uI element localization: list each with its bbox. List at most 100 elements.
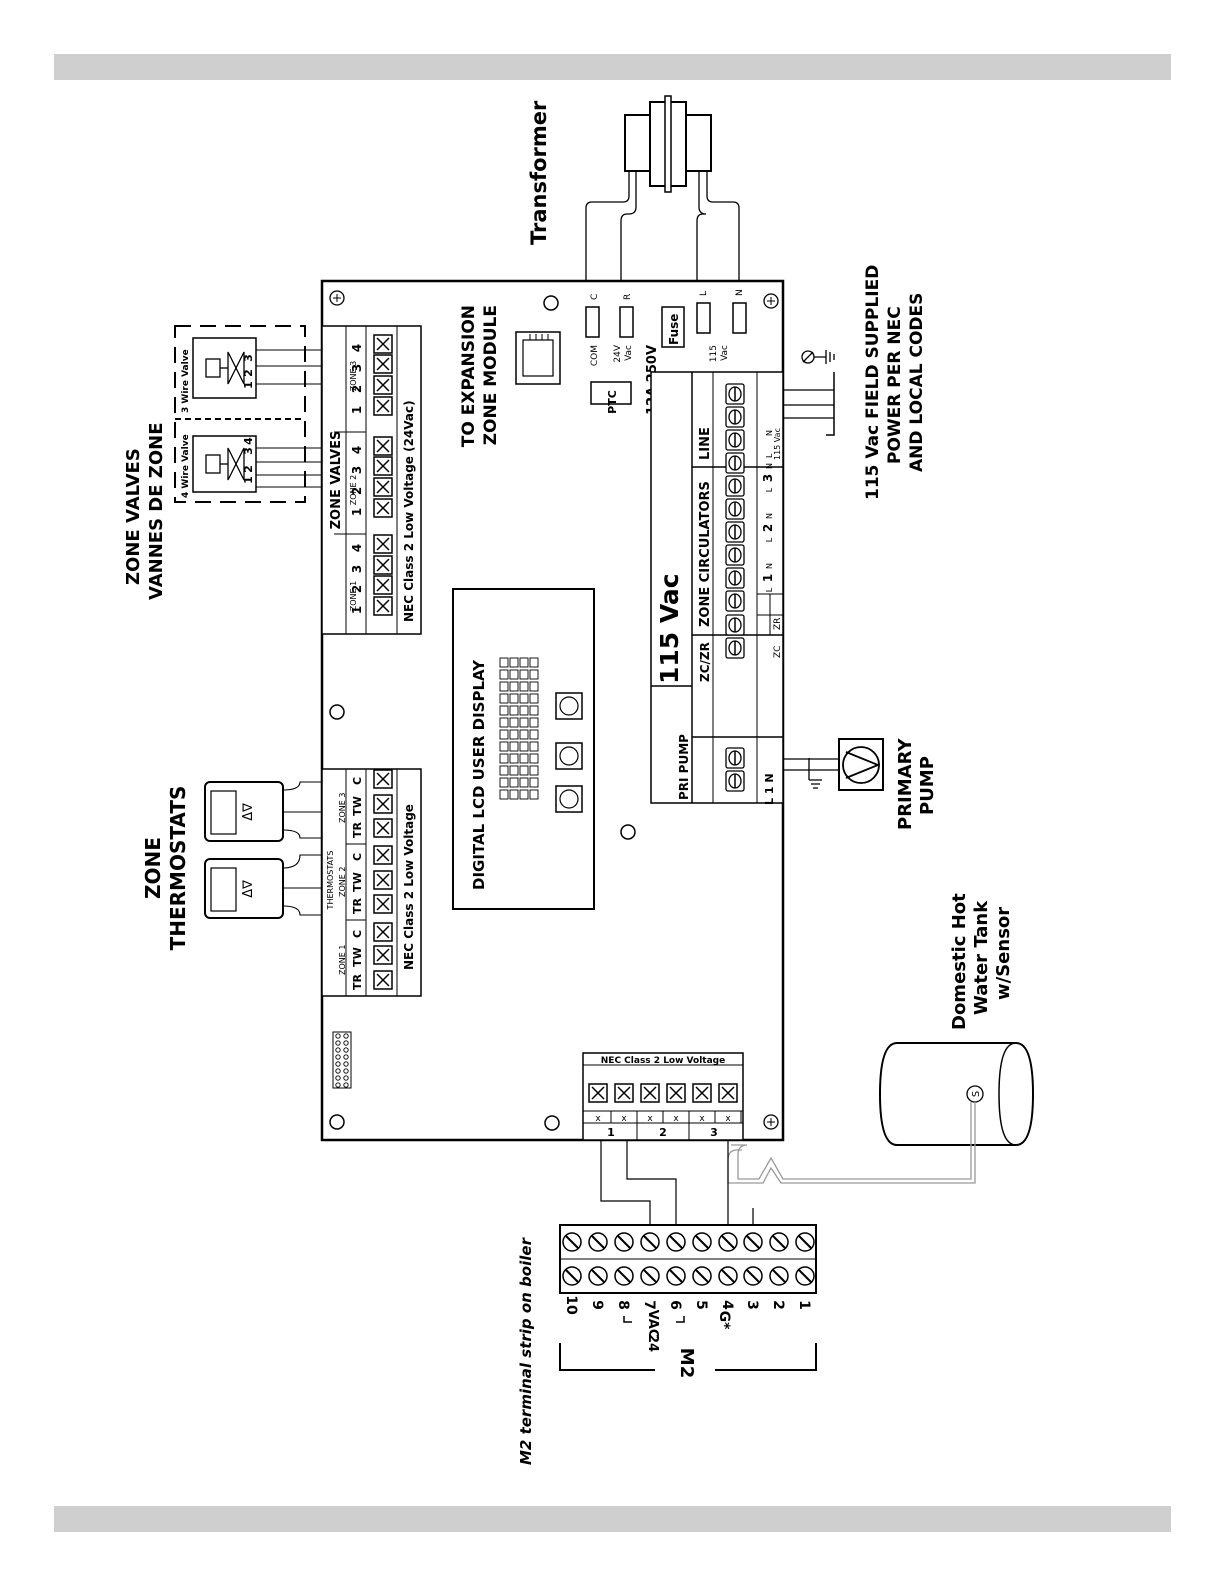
m2-screw[interactable] xyxy=(743,1266,763,1286)
power-terminal[interactable] xyxy=(725,567,745,589)
valve-pin-label: 1 xyxy=(242,381,255,389)
sensor-terminal[interactable] xyxy=(588,1083,608,1103)
m2-screw[interactable] xyxy=(666,1266,686,1286)
lcd-cell xyxy=(519,693,529,704)
thermo-term-label: C xyxy=(351,930,364,938)
thermostat-terminal[interactable] xyxy=(373,870,393,890)
zone1-label: ZONE 1 xyxy=(349,581,358,611)
valve-term-label: 3 xyxy=(350,466,364,474)
sensor-terminal[interactable] xyxy=(666,1083,686,1103)
valve-terminal[interactable] xyxy=(373,596,393,616)
zc-zr-label: ZC/ZR xyxy=(698,642,712,682)
valve-term-label: 2 xyxy=(350,385,364,393)
lcd-cell xyxy=(499,777,509,788)
power-terminal[interactable] xyxy=(725,452,745,474)
valve-terminal[interactable] xyxy=(373,396,393,416)
svg-text:S: S xyxy=(971,1091,982,1097)
m2-screw[interactable] xyxy=(614,1266,634,1286)
24v-vac-label: Vac xyxy=(624,345,634,361)
valve-term-label: 2 xyxy=(350,585,364,593)
m2-screw[interactable] xyxy=(614,1232,634,1252)
valve-terminal[interactable] xyxy=(373,354,393,374)
valve-terminal[interactable] xyxy=(373,375,393,395)
sensor-terminal[interactable] xyxy=(640,1083,660,1103)
thermostat-terminal[interactable] xyxy=(373,794,393,814)
m2-screw[interactable] xyxy=(769,1266,789,1286)
thermostat-terminal[interactable] xyxy=(373,894,393,914)
power-terminal[interactable] xyxy=(725,521,745,543)
power-terminal[interactable] xyxy=(725,747,745,769)
lcd-cell xyxy=(529,705,539,716)
power-terminal[interactable] xyxy=(725,406,745,428)
lcd-cell xyxy=(529,753,539,764)
sensor-terminal[interactable] xyxy=(692,1083,712,1103)
power-terminal[interactable] xyxy=(725,614,745,636)
power-terminal[interactable] xyxy=(725,770,745,792)
header-pin xyxy=(343,1061,349,1067)
nec-low-label: NEC Class 2 Low Voltage xyxy=(402,804,416,970)
m2-screw[interactable] xyxy=(769,1232,789,1252)
valve-terminal[interactable] xyxy=(373,575,393,595)
m2-screw[interactable] xyxy=(692,1266,712,1286)
m2-screw[interactable] xyxy=(692,1232,712,1252)
m2-screw[interactable] xyxy=(588,1232,608,1252)
power-terminal[interactable] xyxy=(725,475,745,497)
valve-terminal[interactable] xyxy=(373,456,393,476)
zone3-label: ZONE 3 xyxy=(349,361,358,391)
valve-terminal[interactable] xyxy=(373,555,393,575)
m2-screw[interactable] xyxy=(743,1232,763,1252)
n-terminal[interactable] xyxy=(732,302,747,334)
power-terminal[interactable] xyxy=(725,383,745,405)
zone-valves-label-2: VANNES DE ZONE xyxy=(146,422,167,600)
m2-screw[interactable] xyxy=(588,1266,608,1286)
valve-term-label: 2 xyxy=(350,487,364,495)
m2-screw[interactable] xyxy=(562,1266,582,1286)
m2-screw[interactable] xyxy=(666,1232,686,1252)
circulator-term-label: L xyxy=(765,487,774,492)
valve-pin-label: 3 xyxy=(242,447,255,455)
lcd-cell xyxy=(529,693,539,704)
expansion-jack[interactable] xyxy=(515,331,561,385)
field-power-label-2: POWER PER NEC xyxy=(885,306,905,464)
thermostat-terminal[interactable] xyxy=(373,945,393,965)
valve-terminal[interactable] xyxy=(373,477,393,497)
thermostat-terminal[interactable] xyxy=(373,845,393,865)
m2-screw[interactable] xyxy=(562,1232,582,1252)
circulator-term-label: N xyxy=(765,513,774,519)
power-terminal[interactable] xyxy=(725,544,745,566)
lcd-cell xyxy=(529,765,539,776)
m2-screw[interactable] xyxy=(718,1266,738,1286)
m2-screw[interactable] xyxy=(640,1266,660,1286)
thermostat-terminal[interactable] xyxy=(373,818,393,838)
lcd-cell xyxy=(499,681,509,692)
sensor-terminal[interactable] xyxy=(718,1083,738,1103)
m2-screw[interactable] xyxy=(640,1232,660,1252)
thermostat-terminal[interactable] xyxy=(373,922,393,942)
power-terminal[interactable] xyxy=(725,498,745,520)
m2-screw[interactable] xyxy=(718,1232,738,1252)
field-power-label-3: AND LOCAL CODES xyxy=(907,293,927,472)
valve-terminal[interactable] xyxy=(373,334,393,354)
lcd-cell xyxy=(499,729,509,740)
thermostat-terminal[interactable] xyxy=(373,769,393,789)
power-terminal[interactable] xyxy=(725,590,745,612)
mount-hole xyxy=(543,295,559,311)
thermostat-terminal[interactable] xyxy=(373,970,393,990)
valve-terminal[interactable] xyxy=(373,498,393,518)
valve-terminal[interactable] xyxy=(373,436,393,456)
m2-number: 8 xyxy=(615,1300,631,1310)
sensor-terminal[interactable] xyxy=(614,1083,634,1103)
power-terminal[interactable] xyxy=(725,637,745,659)
m2-screw[interactable] xyxy=(795,1232,815,1252)
valve-terminal[interactable] xyxy=(373,534,393,554)
header-pin xyxy=(343,1040,349,1046)
pin-header xyxy=(332,1031,352,1089)
m2-screw[interactable] xyxy=(795,1266,815,1286)
valve-term-label: 1 xyxy=(350,606,364,614)
l-terminal[interactable] xyxy=(696,302,711,334)
line-115-label: 115 Vac xyxy=(773,428,782,460)
power-terminal[interactable] xyxy=(725,429,745,451)
com-terminal[interactable] xyxy=(585,306,600,338)
24v-terminal[interactable] xyxy=(619,306,634,338)
zone-valves-title: ZONE VALVES xyxy=(329,431,344,530)
